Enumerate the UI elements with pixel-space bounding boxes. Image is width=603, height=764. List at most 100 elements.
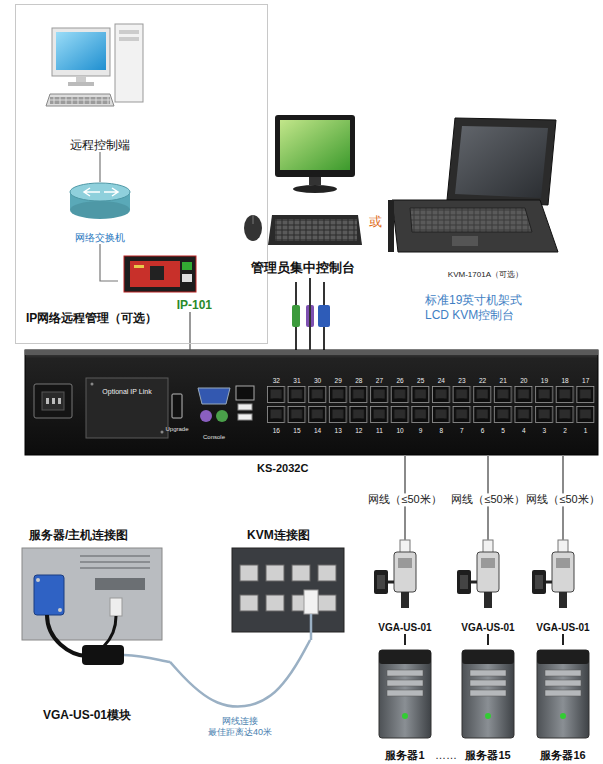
port-number: 10 (396, 427, 403, 434)
kvm-switch-body (86, 378, 168, 438)
network-switch-icon (70, 183, 130, 201)
network-switch-node: 网络交换机 (62, 182, 138, 244)
kvm-port-photo (266, 565, 284, 581)
model-label: KS-2032C (257, 462, 308, 475)
lcd-kvm-console (452, 236, 478, 246)
photo-node: KVM连接图 (225, 528, 352, 640)
cable-connector (99, 152, 100, 182)
photo-heading: 服务器/主机连接图 (29, 528, 170, 542)
remote-pc (119, 30, 139, 34)
admin-console (244, 215, 262, 241)
port-number: 13 (335, 427, 342, 434)
cable-connector (170, 640, 310, 707)
port-number: 24 (438, 377, 445, 384)
ellipsis-text: …… (435, 749, 457, 762)
kvm-switch-body (200, 410, 212, 422)
server-back-photo (47, 615, 86, 656)
kvm-switch-body (25, 350, 598, 355)
server-back-photo (22, 548, 162, 640)
port-number: 5 (501, 427, 505, 434)
port-number: 7 (460, 427, 464, 434)
ip-101-board (124, 256, 196, 292)
port-number: 23 (458, 377, 465, 384)
port-number: 3 (543, 427, 547, 434)
node-label: 网络交换机 (62, 232, 138, 244)
lcd-kvm-console (388, 118, 558, 252)
port-number: 30 (314, 377, 321, 384)
remote-pc (52, 28, 110, 76)
port-number: 25 (417, 377, 424, 384)
server-tower (537, 650, 589, 738)
admin-console (275, 115, 355, 177)
kvm-port-photo (292, 565, 310, 581)
cable-connector (189, 312, 190, 350)
ip-101-board (182, 274, 192, 282)
photo-heading: KVM连接图 (247, 528, 352, 542)
panel-marking: Upgrade (165, 426, 188, 433)
remote-pc (76, 76, 86, 82)
kvm-switch-body (58, 398, 61, 404)
server-back-photo (36, 578, 40, 582)
kvm-port-photo (266, 595, 284, 611)
server-back-photo (104, 616, 116, 646)
port-number: 11 (376, 427, 383, 434)
description-text: 标准19英寸机架式 LCD KVM控制台 (425, 293, 543, 322)
port-number: 1 (584, 427, 588, 434)
ip-101-board (124, 256, 196, 292)
admin-console (275, 219, 357, 241)
cable-connector (487, 634, 489, 645)
kvm-switch-body (266, 386, 596, 423)
lcd-kvm-console (447, 118, 556, 205)
remote-pc (115, 24, 143, 102)
panel-marking: Console (203, 434, 225, 441)
server-back-photo (110, 598, 122, 616)
kvm-switch-body (34, 384, 72, 418)
cable-connector (309, 278, 311, 350)
or-text: 或 (369, 215, 382, 230)
kvm-switch-node: KS-2032C (25, 350, 598, 455)
node-label: VGA-US-01 (531, 622, 595, 634)
port-number: 27 (376, 377, 383, 384)
kvm-port-photo (304, 590, 318, 614)
kvm-switch-body (25, 350, 598, 455)
photo-caption: VGA-US-01模块 (43, 708, 170, 722)
panel-caption: IP网络远程管理（可选） (26, 311, 267, 325)
lcd-kvm-node: KVM-1701A（可选）标准19英寸机架式 LCD KVM控制台 (385, 112, 563, 322)
node-label: VGA-US-01 (456, 622, 520, 634)
node-label: 服务器15 (456, 749, 520, 762)
vga-us-01-module (532, 540, 574, 608)
panel-marking: Optional IP Link (102, 388, 151, 396)
network-switch-icon (84, 188, 118, 196)
module-node: VGA-US-01 (373, 540, 437, 634)
kvm-switch-body (161, 431, 164, 434)
server-tower (462, 650, 514, 738)
kvm-switch-body (172, 394, 182, 418)
kvm-port-photo (310, 614, 313, 640)
port-number: 8 (439, 427, 443, 434)
server-back-photo (58, 608, 62, 612)
network-switch-icon (70, 183, 130, 219)
node-label: 远程控制端 (45, 138, 155, 152)
port-number: 29 (335, 377, 342, 384)
server-back-photo (82, 645, 124, 665)
cable-label: 网线连接 最佳距离达40米 (202, 716, 278, 738)
server-back-photo (22, 548, 170, 665)
remote-pc (46, 94, 114, 106)
port-number: 15 (293, 427, 300, 434)
kvm-port-photo (318, 595, 336, 611)
module-node: VGA-US-01 (531, 540, 595, 634)
ip-module-node: IP-101 (118, 250, 212, 312)
remote-pc (46, 24, 143, 106)
kvm-switch-body (238, 404, 252, 410)
port-number: 16 (273, 427, 280, 434)
cable-connector (404, 634, 406, 645)
port-number: 22 (479, 377, 486, 384)
kvm-switch-body (46, 398, 49, 404)
remote-panel: IP网络远程管理（可选） 远程控制端网络交换机 IP-101 (15, 4, 268, 344)
server-node: 服务器16 (531, 645, 595, 762)
lcd-kvm-console (392, 200, 558, 252)
admin-console (280, 120, 350, 170)
kvm-switch-body (91, 383, 94, 386)
